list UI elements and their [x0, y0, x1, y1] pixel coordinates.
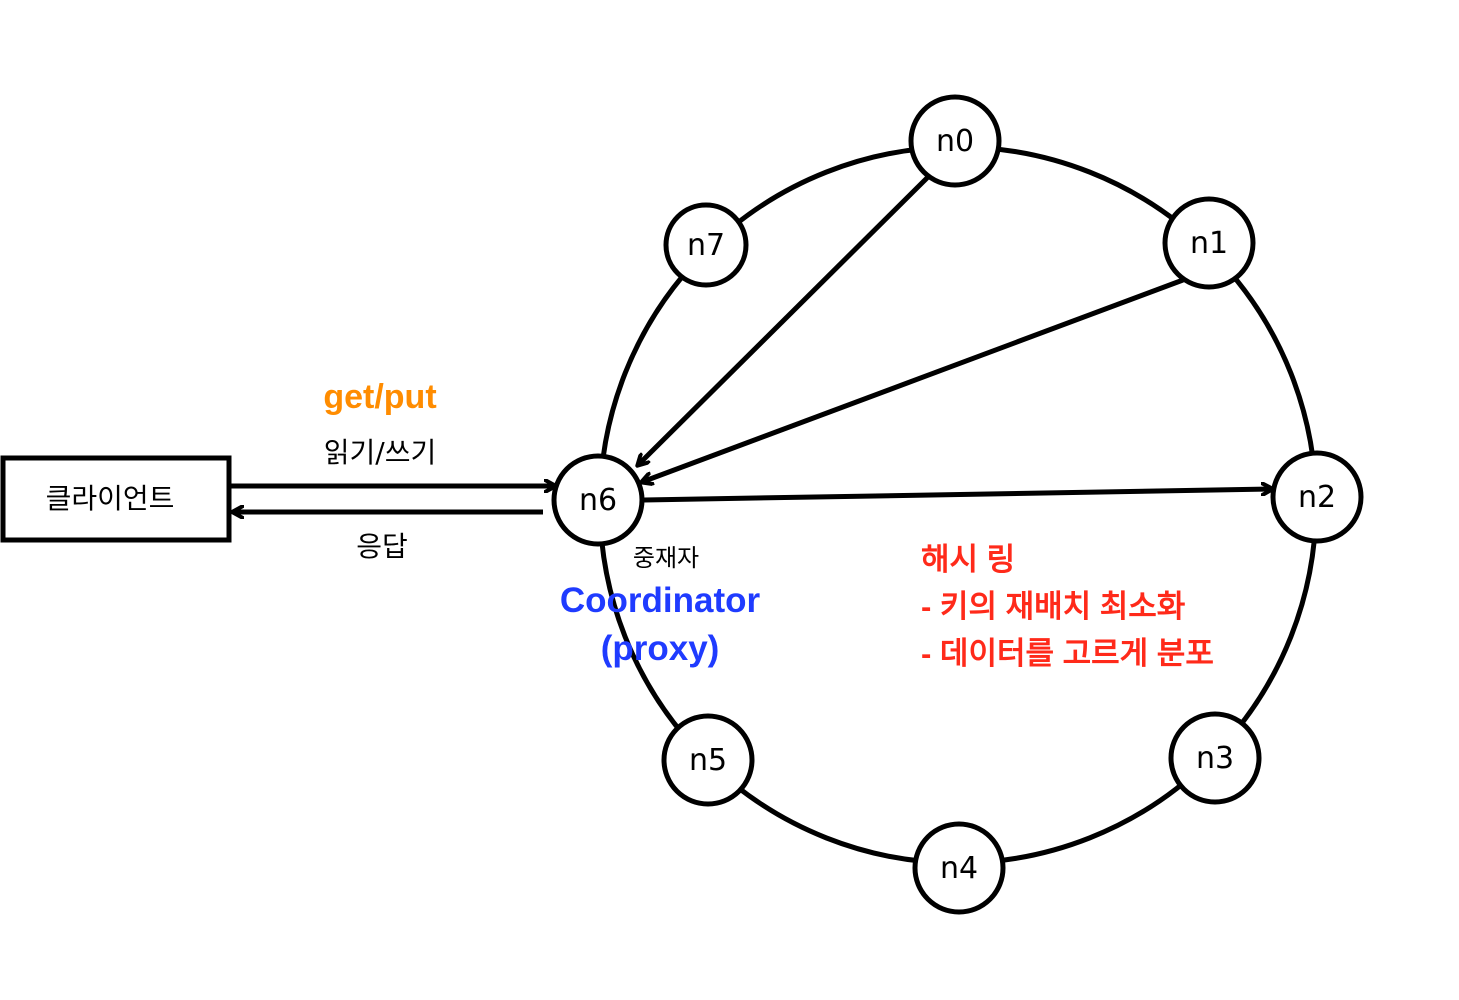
node-n0-label: n0 — [936, 124, 974, 159]
notes-title: 해시 링 — [921, 542, 1015, 577]
arrow-n6-to-n2 — [643, 489, 1272, 503]
ring-node-n1: n1 — [1162, 196, 1256, 290]
client-box — [0, 455, 232, 543]
ring-node-n6: n6 — [551, 453, 645, 547]
ring-node-n4: n4 — [912, 821, 1006, 915]
notes-line-2: - 데이터를 고르게 분포 — [921, 636, 1214, 671]
arrow-n0-to-n6 — [638, 175, 930, 465]
notes-line-1: - 키의 재배치 최소화 — [921, 589, 1186, 624]
coordinator-english-label: Coordinator — [560, 581, 761, 620]
coordinator-korean-label: 중재자 — [633, 544, 699, 572]
node-n2-label: n2 — [1298, 480, 1336, 515]
node-n7-label: n7 — [687, 228, 725, 263]
node-n5-label: n5 — [689, 743, 727, 778]
ring-node-n0: n0 — [908, 94, 1002, 188]
node-n1-circle — [1162, 196, 1256, 290]
request-method-label: get/put — [323, 378, 436, 416]
request-korean-label: 읽기/쓰기 — [324, 436, 436, 469]
node-n6-label: n6 — [579, 483, 617, 518]
client-label: 클라이언트 — [46, 482, 175, 515]
coordinator-proxy-label: (proxy) — [601, 629, 720, 668]
ring-node-n3: n3 — [1168, 711, 1262, 805]
node-n4-label: n4 — [940, 851, 978, 886]
ring-node-n2: n2 — [1270, 450, 1364, 544]
ring-node-n7: n7 — [663, 202, 749, 288]
node-n5-circle — [661, 713, 755, 807]
client-node: 클라이언트 — [0, 455, 232, 543]
node-n2-circle — [1270, 450, 1364, 544]
node-n4-circle — [912, 821, 1006, 915]
response-label: 응답 — [356, 530, 408, 563]
arrow-n1-to-n6 — [642, 277, 1184, 482]
node-n3-label: n3 — [1196, 741, 1234, 776]
node-n1-label: n1 — [1190, 226, 1228, 261]
node-n6-circle — [551, 453, 645, 547]
node-n7-circle — [663, 202, 749, 288]
ring-node-n5: n5 — [661, 713, 755, 807]
node-n3-circle — [1168, 711, 1262, 805]
node-n0-circle — [908, 94, 1002, 188]
